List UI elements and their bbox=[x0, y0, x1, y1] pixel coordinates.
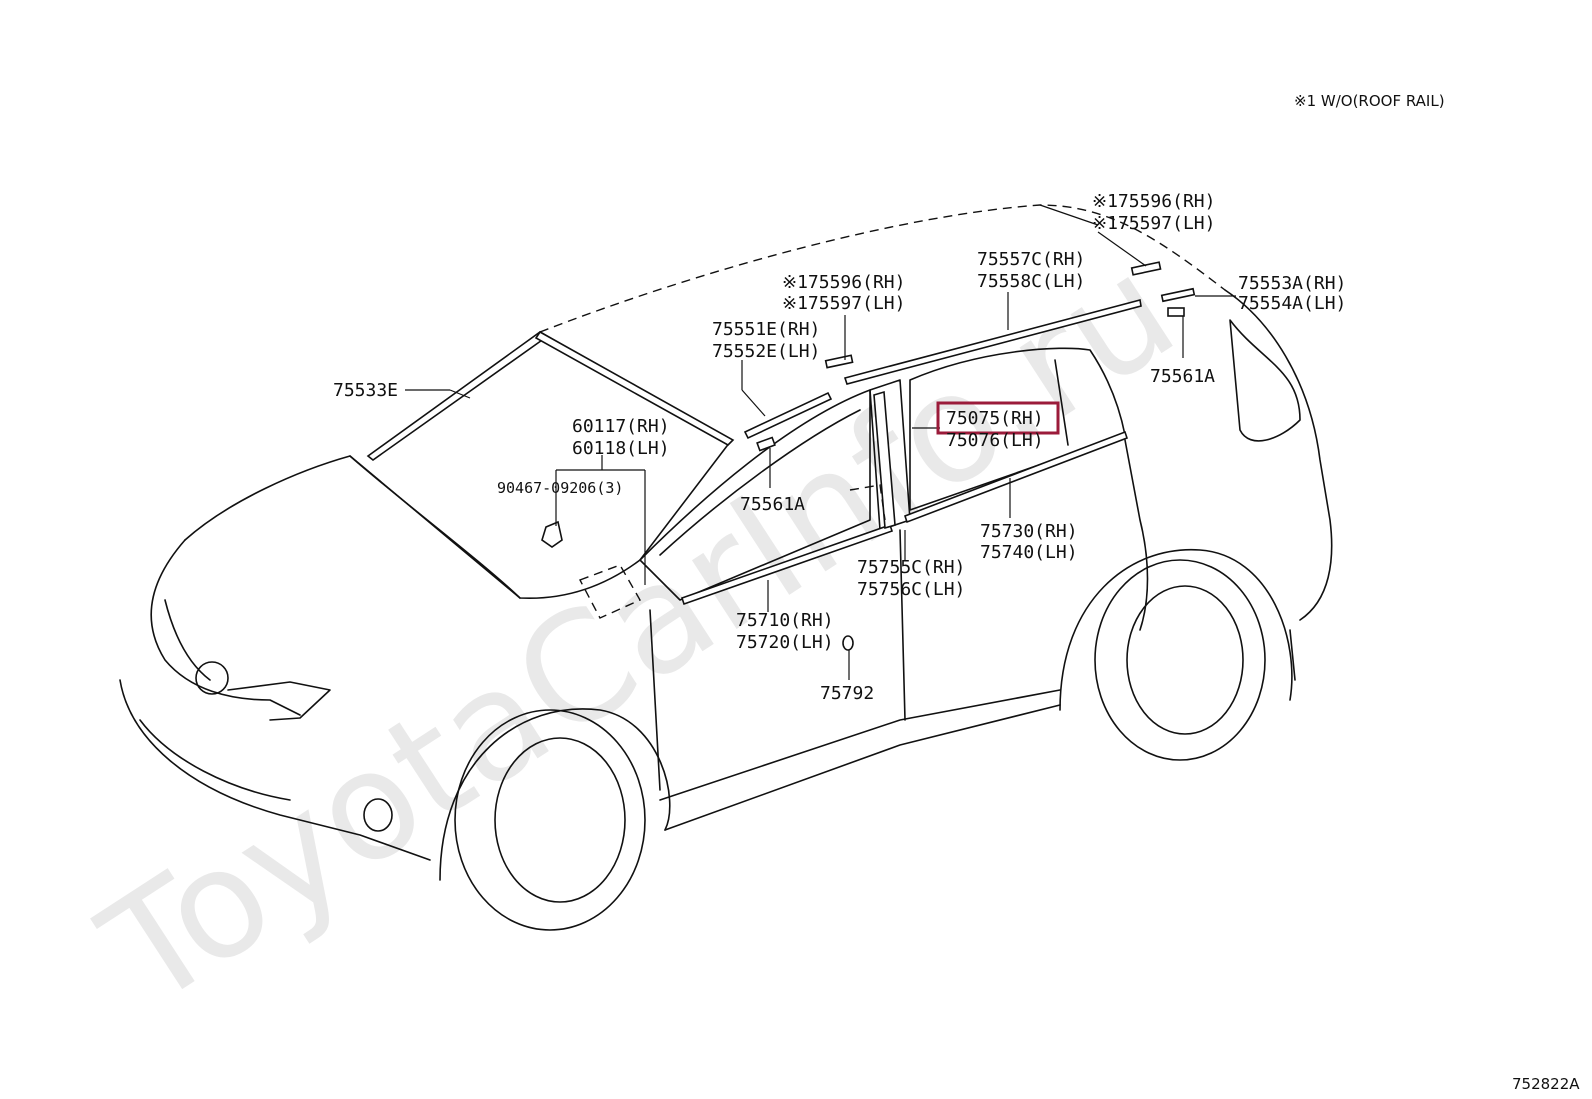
label-75596-front: ※175596(RH) bbox=[782, 272, 905, 293]
label-90467: 90467-09206(3) bbox=[497, 479, 623, 497]
label-75730: 75730(RH) bbox=[980, 521, 1078, 542]
label-75792: 75792 bbox=[820, 683, 874, 704]
label-75558c: 75558C(LH) bbox=[977, 271, 1085, 292]
label-75756c: 75756C(LH) bbox=[857, 579, 965, 600]
figure-code: 752822A bbox=[1512, 1075, 1580, 1093]
label-75076: 75076(LH) bbox=[946, 430, 1044, 451]
clip-75561a-front bbox=[756, 436, 776, 452]
clip-75553a bbox=[1160, 287, 1196, 303]
clip-75596-front bbox=[824, 354, 854, 369]
clip-75596-rear bbox=[1130, 261, 1162, 276]
label-75561a-front: 75561A bbox=[740, 494, 805, 515]
label-75557c: 75557C(RH) bbox=[977, 249, 1085, 270]
label-75740: 75740(LH) bbox=[980, 542, 1078, 563]
plug-75792 bbox=[842, 635, 854, 651]
note-roof-rail: ※1 W/O(ROOF RAIL) bbox=[1294, 92, 1445, 110]
label-75553a: 75553A(RH) bbox=[1238, 273, 1346, 294]
clip-75561a-rear bbox=[1167, 307, 1185, 317]
rear-roof-drip-molding bbox=[843, 299, 1142, 385]
label-75720: 75720(LH) bbox=[736, 632, 834, 653]
label-75561a-rear: 75561A bbox=[1150, 366, 1215, 387]
rear-door-belt-molding bbox=[903, 430, 1129, 524]
moldings bbox=[366, 261, 1196, 651]
label-60117: 60117(RH) bbox=[572, 416, 670, 437]
label-75597-rear: ※175597(LH) bbox=[1092, 213, 1215, 234]
label-75710: 75710(RH) bbox=[736, 610, 834, 631]
front-roof-drip-molding bbox=[743, 391, 833, 440]
center-pillar-garnish bbox=[873, 390, 896, 530]
label-75596-rear: ※175596(RH) bbox=[1092, 191, 1215, 212]
label-75755c: 75755C(RH) bbox=[857, 557, 965, 578]
label-75075: 75075(RH) bbox=[946, 408, 1044, 429]
front-door-belt-molding bbox=[680, 523, 894, 606]
label-75551e: 75551E(RH) bbox=[712, 319, 820, 340]
label-60118: 60118(LH) bbox=[572, 438, 670, 459]
label-75597-front: ※175597(LH) bbox=[782, 293, 905, 314]
leader-lines bbox=[405, 204, 1236, 680]
highlighted-part-box bbox=[936, 401, 1060, 435]
vehicle-outline bbox=[119, 204, 1333, 931]
label-75552e: 75552E(LH) bbox=[712, 341, 820, 362]
part-labels: ※1 W/O(ROOF RAIL) 75533E 60117(RH) 60118… bbox=[333, 92, 1580, 1093]
label-75554a: 75554A(LH) bbox=[1238, 293, 1346, 314]
clip-90467 bbox=[541, 520, 563, 548]
watermark: ToyotaCarInfo.ru bbox=[74, 223, 1204, 1041]
label-75533e: 75533E bbox=[333, 380, 398, 401]
